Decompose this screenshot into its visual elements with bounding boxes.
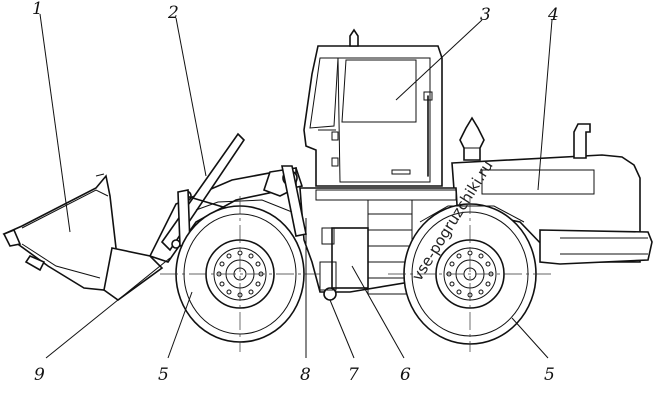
callout-6: 6	[400, 365, 411, 385]
callout-3: 3	[480, 5, 491, 25]
callout-9: 9	[34, 365, 45, 385]
callout-2: 2	[167, 3, 179, 23]
callout-5-rear: 5	[544, 365, 555, 385]
callout-1: 1	[32, 0, 43, 19]
leader-lines	[39, 13, 553, 359]
callout-5-front: 5	[158, 365, 169, 385]
center-lines	[160, 196, 552, 352]
bucket	[2, 173, 164, 301]
callout-7: 7	[348, 365, 359, 385]
callout-8: 8	[300, 365, 311, 385]
operator-cab	[303, 28, 443, 187]
callout-labels: 1 2 3 4 5 5 6 7 8 9	[32, 0, 559, 385]
callout-4: 4	[547, 5, 559, 25]
rear-frame-engine-hood	[451, 116, 653, 265]
